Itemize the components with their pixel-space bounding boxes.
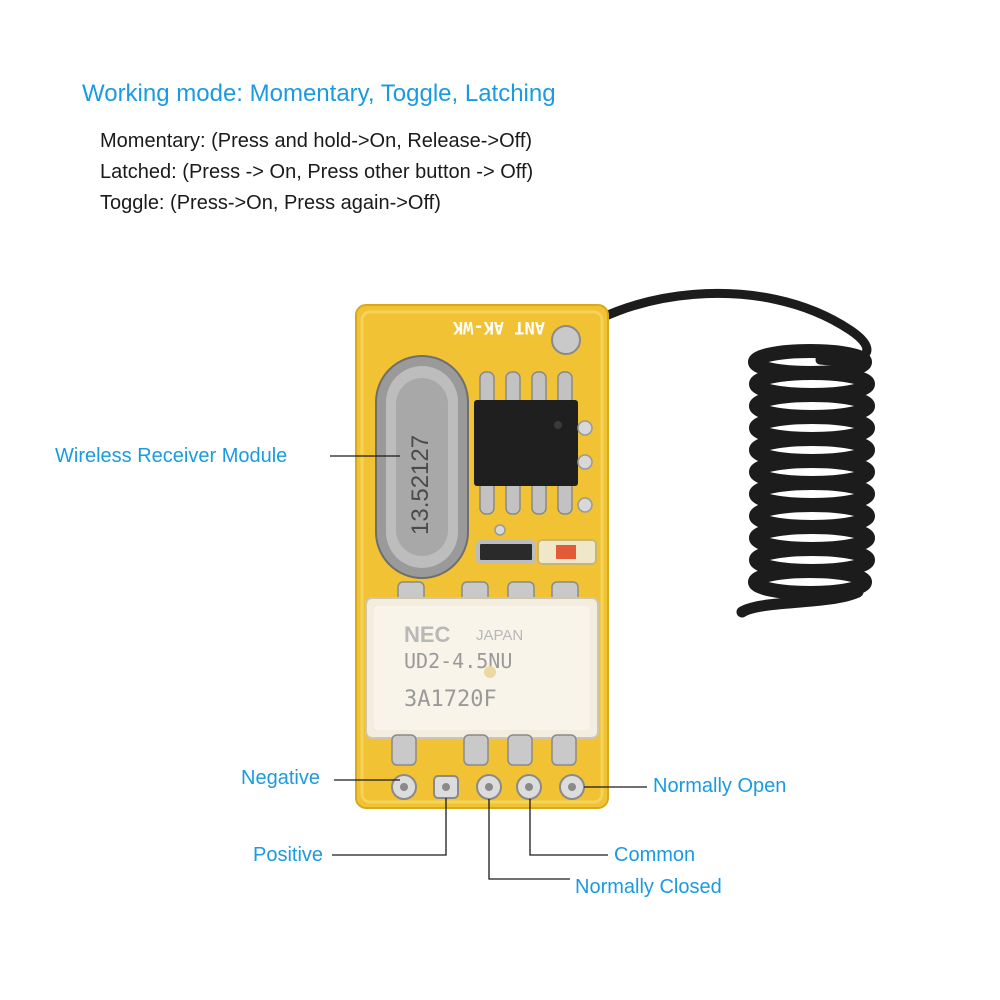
label-wireless-receiver-module: Wireless Receiver Module xyxy=(55,445,288,467)
relay-code: 3A1720F xyxy=(404,687,497,712)
relay-lower-pins xyxy=(391,734,577,766)
label-normally-closed: Normally Closed xyxy=(575,876,722,898)
relay: NEC JAPAN UD2-4.5NU 3A1720F xyxy=(365,597,599,739)
working-mode-title: Working mode: Momentary, Toggle, Latchin… xyxy=(82,80,556,107)
leader-lines xyxy=(330,455,647,880)
antenna-coil xyxy=(555,288,875,618)
relay-model: UD2-4.5NU xyxy=(404,649,512,673)
mode-toggle: Toggle: (Press->On, Press again->Off) xyxy=(100,192,441,214)
relay-brand: NEC xyxy=(404,622,451,647)
mode-momentary: Momentary: (Press and hold->On, Release-… xyxy=(100,130,533,152)
label-negative: Negative xyxy=(241,767,320,789)
board-silkscreen: ANT AK-WK xyxy=(452,317,545,337)
led xyxy=(537,539,597,565)
label-common: Common xyxy=(614,844,696,866)
resistor xyxy=(476,540,536,564)
antenna-pad xyxy=(551,325,581,355)
vias xyxy=(494,420,593,536)
crystal-marking: 13.52127 xyxy=(407,435,434,535)
ic-pins xyxy=(479,371,573,515)
ic-chip xyxy=(474,400,578,486)
crystal-oscillator: 13.52127 xyxy=(375,355,469,579)
mode-latched: Latched: (Press -> On, Press other butto… xyxy=(100,161,534,183)
relay-origin: JAPAN xyxy=(476,627,523,644)
label-normally-open: Normally Open xyxy=(653,775,787,797)
label-positive: Positive xyxy=(253,844,324,866)
